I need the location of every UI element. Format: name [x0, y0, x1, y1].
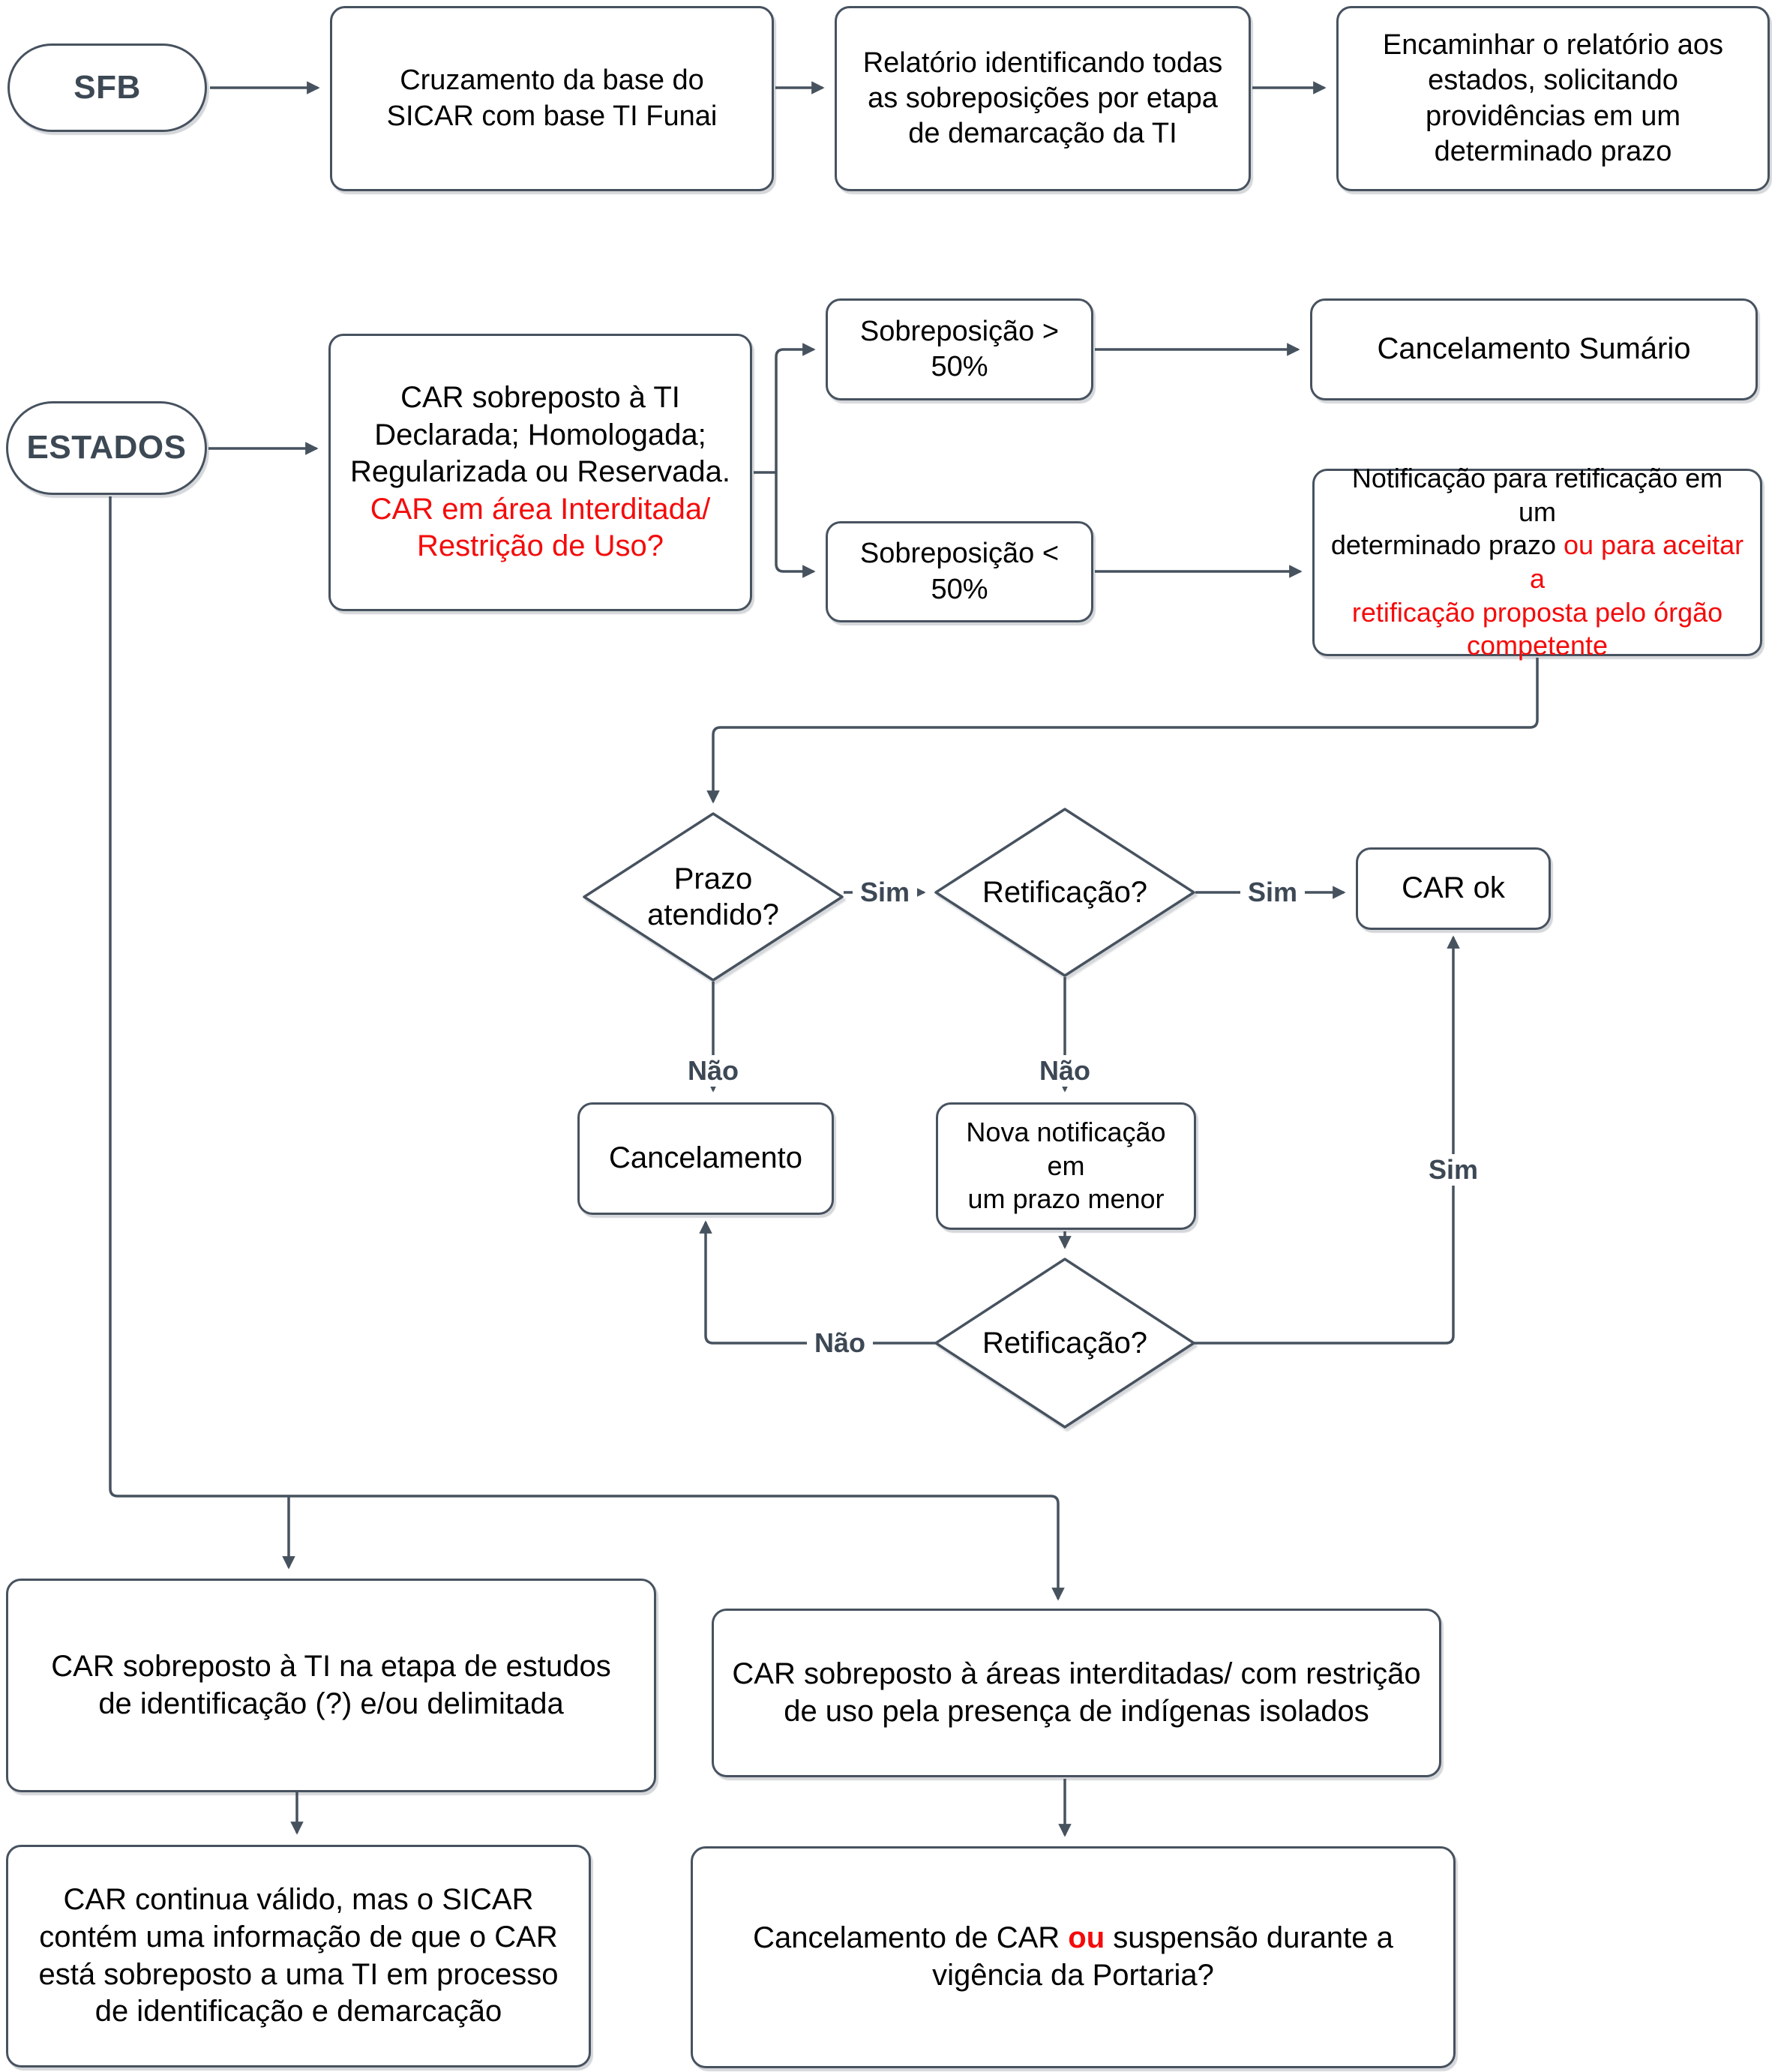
notificacao-text: Notificação para retificação em um deter… — [1330, 462, 1745, 663]
connector-split-maior50 — [775, 343, 816, 472]
process-cruzamento-base: Cruzamento da base do SICAR com base TI … — [330, 6, 774, 191]
edge-label-sim-3: Sim — [1420, 1154, 1486, 1186]
relatorio-label: Relatório identificando todas as sobrepo… — [862, 46, 1223, 150]
connector-notificacao-prazo — [706, 658, 1539, 804]
canc-suspensao-red: ou — [1068, 1921, 1105, 1955]
car-ok-label: CAR ok — [1402, 871, 1505, 905]
edge-label-sim-2: Sim — [1240, 877, 1306, 908]
decision-retificacao-2-shape — [934, 1258, 1195, 1429]
nova-notificacao-label: Nova notificação em um prazo menor — [966, 1117, 1166, 1215]
process-car-ok: CAR ok — [1356, 847, 1551, 930]
process-sobreposicao-menor-50: Sobreposição < 50% — [826, 521, 1093, 622]
canc-suspensao-pre: Cancelamento de CAR — [753, 1921, 1069, 1955]
process-encaminhar-relatorio: Encaminhar o relatório aos estados, soli… — [1336, 6, 1770, 191]
car-valido-label: CAR continua válido, mas o SICAR contém … — [38, 1883, 559, 2029]
connector-retificacao2-carok-sim — [1194, 935, 1460, 1345]
menor50-label: Sobreposição < 50% — [859, 538, 1060, 605]
sfb-label: SFB — [73, 68, 141, 106]
process-nova-notificacao: Nova notificação em um prazo menor — [936, 1102, 1196, 1230]
decision-retificacao-1-shape — [934, 808, 1195, 977]
etapa-estudos-label: CAR sobreposto à TI na etapa de estudos … — [51, 1649, 611, 1720]
edge-label-nao-3: Não — [806, 1327, 874, 1359]
edge-label-nao-1: Não — [679, 1055, 747, 1087]
start-pill-estados: ESTADOS — [6, 401, 207, 495]
canc-suspensao-post: suspensão durante a vigência da Portaria… — [932, 1921, 1393, 1992]
areas-interditadas-label: CAR sobreposto à áreas interditadas/ com… — [732, 1657, 1421, 1728]
notificacao-black: Notificação para retificação em um deter… — [1330, 463, 1723, 561]
process-car-continua-valido: CAR continua válido, mas o SICAR contém … — [6, 1845, 591, 2068]
encaminhar-label: Encaminhar o relatório aos estados, soli… — [1382, 29, 1724, 167]
notificacao-red: ou para aceitar a retificação proposta p… — [1351, 529, 1744, 661]
process-cancelamento: Cancelamento — [577, 1102, 834, 1215]
car-sobreposto-text: CAR sobreposto à TI Declarada; Homologad… — [350, 379, 730, 565]
process-car-etapa-estudos: CAR sobreposto à TI na etapa de estudos … — [6, 1579, 656, 1792]
connector-estados-areasinterditadas — [109, 496, 1065, 1601]
process-notificacao-retificacao: Notificação para retificação em um deter… — [1312, 463, 1762, 661]
maior50-label: Sobreposição > 50% — [859, 315, 1060, 382]
canc-sumario-label: Cancelamento Sumário — [1377, 332, 1691, 366]
estados-label: ESTADOS — [26, 429, 187, 466]
car-sobreposto-black: CAR sobreposto à TI Declarada; Homologad… — [350, 381, 730, 489]
edge-label-sim-1: Sim — [852, 877, 918, 908]
process-sobreposicao-maior-50: Sobreposição > 50% — [826, 298, 1093, 400]
cruzamento-label: Cruzamento da base do SICAR com base TI … — [386, 64, 718, 132]
connector-split-menor50 — [775, 472, 816, 578]
process-car-areas-interditadas: CAR sobreposto à áreas interditadas/ com… — [712, 1609, 1441, 1777]
car-sobreposto-red: CAR em área Interditada/ Restrição de Us… — [370, 492, 711, 563]
canc-suspensao-text: Cancelamento de CAR ou suspensão durante… — [753, 1920, 1393, 1994]
process-cancelamento-sumario: Cancelamento Sumário — [1310, 298, 1758, 400]
process-cancelamento-ou-suspensao: Cancelamento de CAR ou suspensão durante… — [691, 1846, 1456, 2068]
start-pill-sfb: SFB — [7, 43, 207, 132]
process-car-sobreposto-ti: CAR sobreposto à TI Declarada; Homologad… — [328, 334, 752, 611]
edge-label-nao-2: Não — [1031, 1055, 1099, 1087]
decision-prazo-atendido-shape — [583, 812, 844, 982]
connector-retificacao2-cancelamento-nao — [699, 1220, 936, 1345]
process-relatorio-sobreposicoes: Relatório identificando todas as sobrepo… — [835, 6, 1251, 191]
cancelamento-label: Cancelamento — [609, 1141, 802, 1175]
